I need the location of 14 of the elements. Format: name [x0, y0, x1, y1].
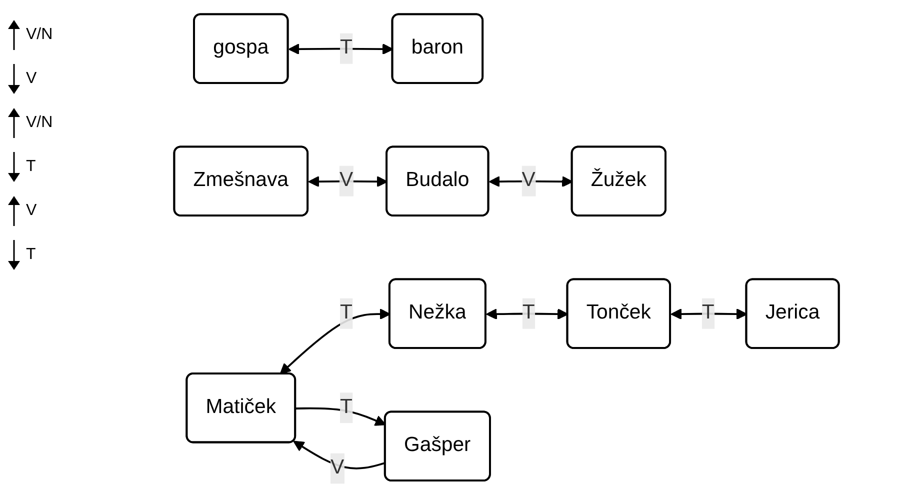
- edge-label: V: [340, 170, 354, 192]
- edge-label: T: [522, 302, 536, 324]
- edge-label: T: [340, 396, 353, 418]
- level-label: V/N: [26, 114, 53, 132]
- edge-label: T: [340, 302, 353, 324]
- edge-label: T: [702, 302, 715, 324]
- edge-label: V: [522, 170, 536, 192]
- level-label: T: [26, 158, 36, 176]
- level-label: V: [26, 70, 37, 88]
- level-label: V/N: [26, 26, 53, 44]
- edge-label: V: [330, 457, 345, 479]
- edge-label: T: [340, 37, 353, 59]
- level-label: T: [26, 246, 36, 264]
- level-label: V: [26, 202, 37, 220]
